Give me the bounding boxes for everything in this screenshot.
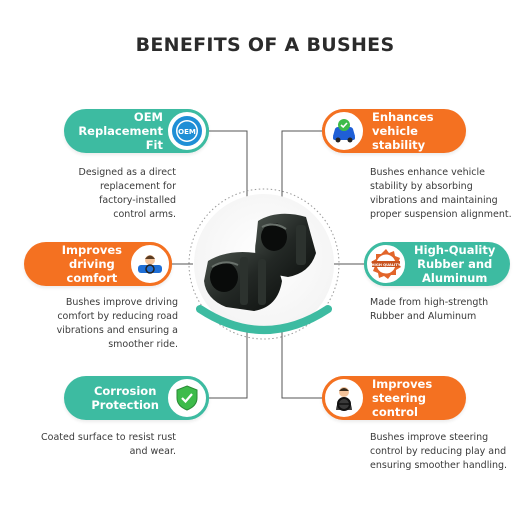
oem-seal-icon: OEM [165, 109, 209, 153]
steering-driver-icon [322, 376, 366, 420]
quality-badge-text: HIGH QUALITY [372, 263, 401, 267]
shield-check-icon [165, 376, 209, 420]
car-check-icon [322, 109, 366, 153]
benefit-steering-pill: Improves steering control [322, 376, 466, 420]
oem-seal-text: OEM [178, 128, 196, 136]
benefit-quality-description: Made from high-strength Rubber and Alumi… [370, 297, 489, 322]
benefit-stability-description: Bushes enhance vehicle stability by abso… [370, 167, 512, 220]
benefit-oem-heading: OEM Replacement Fit [78, 110, 163, 152]
benefit-steering-heading: Improves steering control [372, 377, 433, 419]
benefit-comfort-heading: Improves driving comfort [61, 243, 122, 285]
benefit-stability-pill: Enhances vehicle stability [322, 109, 466, 153]
benefit-corrosion-heading: Corrosion Protection [91, 384, 159, 412]
benefit-oem-description: Designed as a direct replacement for fac… [78, 167, 177, 220]
bushing-front [204, 252, 282, 311]
benefit-corrosion-pill: Corrosion Protection [64, 376, 209, 420]
benefit-comfort-description: Bushes improve driving comfort by reduci… [56, 297, 178, 350]
high-quality-badge-icon: HIGH QUALITY [364, 242, 408, 286]
benefit-stability-heading: Enhances vehicle stability [372, 110, 434, 152]
page-title: BENEFITS OF A BUSHES [135, 34, 395, 56]
benefit-corrosion-description: Coated surface to resist rust and wear. [41, 432, 176, 457]
benefit-quality-pill: HIGH QUALITY High-Quality Rubber and Alu… [364, 242, 510, 286]
center-image [178, 191, 350, 337]
benefit-steering-description: Bushes improve steering control by reduc… [370, 432, 508, 471]
benefit-oem-pill: OEM Replacement Fit OEM [64, 109, 209, 153]
benefit-comfort-pill: Improves driving comfort [24, 242, 172, 286]
benefit-quality-heading: High-Quality Rubber and Aluminum [414, 243, 496, 285]
driver-icon [128, 242, 172, 286]
